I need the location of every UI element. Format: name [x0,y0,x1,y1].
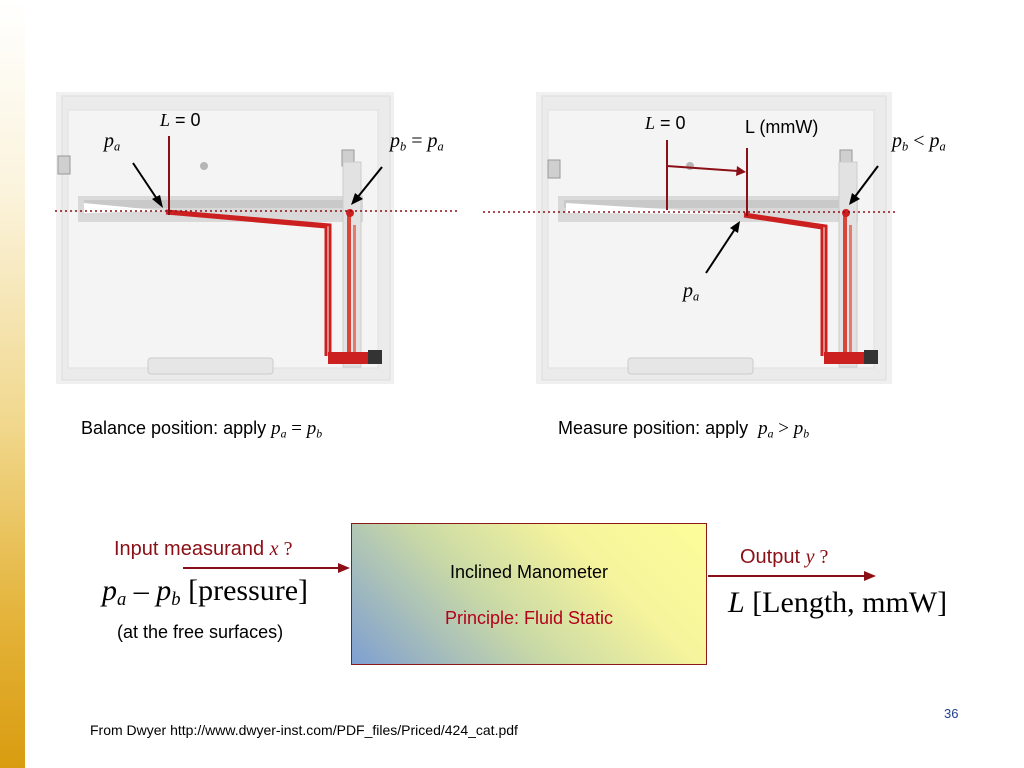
source-citation: From Dwyer http://www.dwyer-inst.com/PDF… [90,722,518,738]
right-pb-less-pa-label: pb < pa [892,130,946,154]
right-manometer-body [536,92,892,384]
left-manometer-figure [55,92,898,384]
left-L0-label: L = 0 [160,110,201,130]
right-L-dimension-arrow [666,165,746,176]
left-manometer-body [56,92,394,384]
input-expression: pa – pb [pressure] [102,574,309,611]
input-arrow [183,563,350,573]
output-arrow [708,571,876,581]
input-note: (at the free surfaces) [117,622,284,642]
output-label: Output y ? [740,546,829,568]
page-number: 36 [944,706,959,721]
block-principle: Principle: Fluid Static [444,608,614,628]
inclined-manometer-block: Inclined Manometer Principle: Fluid Stat… [351,523,707,665]
right-L0-label: L = 0 [645,113,686,133]
block-arrows [183,563,876,581]
input-measurand-label: Input measurand x ? [114,538,293,560]
left-caption: Balance position: apply pa = pb [81,418,323,441]
right-caption: Measure position: apply pa > pb [558,418,810,441]
right-pa-arrow [705,221,740,274]
output-expression: L [Length, mmW] [728,586,948,619]
left-pa-label: pa [104,130,121,154]
side-decor-bar [0,0,25,768]
right-pb-arrow [849,165,879,205]
left-pa-arrow [132,162,163,208]
left-pb-equals-pa-label: pb = pa [390,130,444,154]
left-pb-arrow [351,166,383,205]
right-L-mmW-label: L (mmW) [745,117,819,137]
block-title: Inclined Manometer [449,562,609,582]
right-pa-label: pa [683,280,700,304]
